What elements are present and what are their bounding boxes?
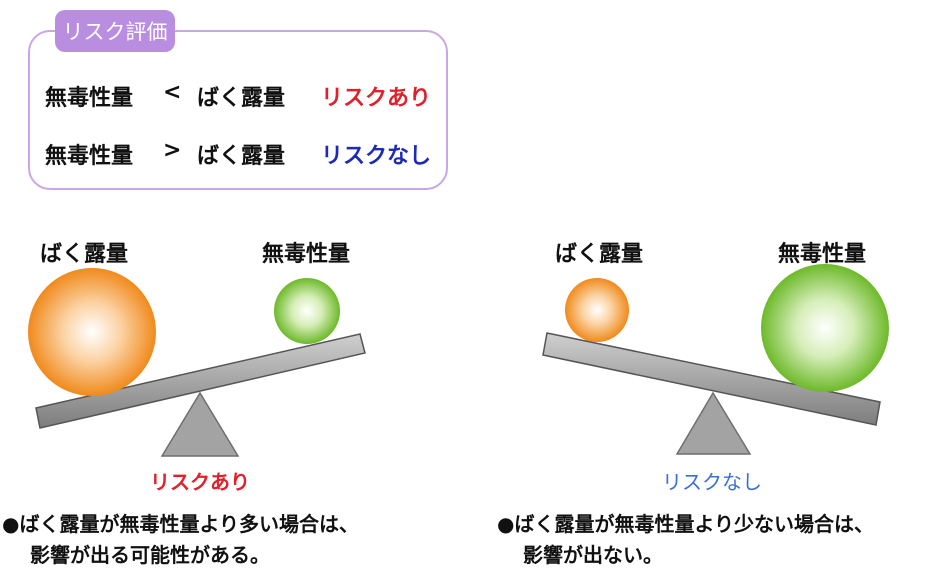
left-note: ●ばく露量が無毒性量より多い場合は、 影響が出る可能性がある。: [2, 509, 359, 571]
left-fulcrum: [162, 393, 238, 456]
left-exposure-ball: [28, 268, 156, 396]
left-exposure-label: ばく露量: [40, 236, 128, 268]
right-noael-ball: [761, 264, 889, 392]
right-exposure-label: ばく露量: [555, 236, 643, 268]
left-noael-label: 無毒性量: [262, 236, 350, 268]
left-result-label: リスクあり: [150, 466, 250, 495]
left-note-line2: 影響が出る可能性がある。: [2, 540, 359, 571]
left-seesaw: [28, 268, 365, 456]
right-result-label: リスクなし: [662, 466, 762, 495]
left-noael-ball: [274, 278, 340, 344]
right-note-line2: 影響が出ない。: [497, 540, 874, 571]
right-fulcrum: [677, 393, 750, 454]
right-seesaw: [543, 264, 889, 454]
right-note: ●ばく露量が無毒性量より少ない場合は、 影響が出ない。: [497, 509, 874, 571]
right-exposure-ball: [565, 278, 629, 342]
right-note-line1: ●ばく露量が無毒性量より少ない場合は、: [497, 509, 874, 540]
left-note-line1: ●ばく露量が無毒性量より多い場合は、: [2, 509, 359, 540]
right-noael-label: 無毒性量: [778, 236, 866, 268]
